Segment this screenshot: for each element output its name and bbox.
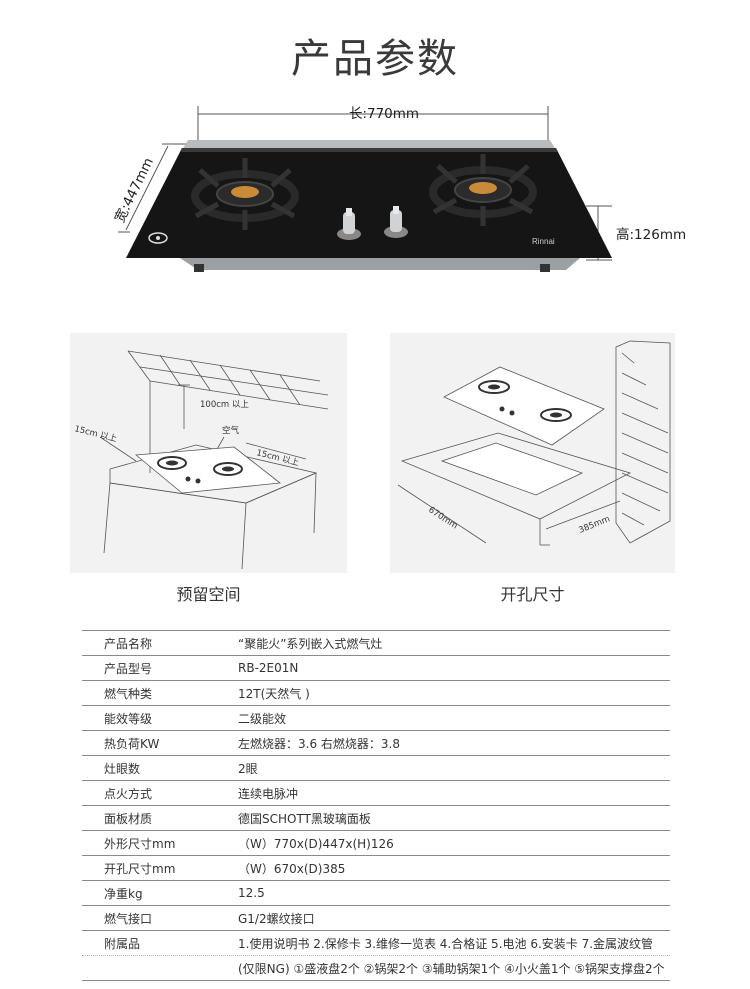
spec-value: 12T(天然气 ): [238, 686, 310, 701]
spec-value: “聚能火”系列嵌入式燃气灶: [238, 636, 383, 651]
spec-value: （W）770x(D)447x(H)126: [238, 836, 394, 851]
spec-key: 能效等级: [104, 711, 153, 726]
left-burner-icon: [191, 158, 299, 230]
spec-value: （W）670x(D)385: [238, 861, 346, 876]
spec-key: 净重kg: [104, 886, 143, 901]
clearance-burner-left-icon: [157, 456, 187, 470]
spec-row: 热负荷KW 左燃烧器：3.6 右燃烧器：3.8: [82, 730, 670, 755]
spec-row: 燃气接口 G1/2螺纹接口: [82, 905, 670, 930]
spec-value: 连续电脉冲: [238, 786, 299, 801]
height-label: 高:126mm: [616, 226, 686, 243]
right-burner-icon: [429, 154, 537, 226]
spec-key: 燃气接口: [104, 911, 153, 926]
cutout-diagram: 670mm 385mm: [390, 333, 675, 573]
spec-value: 二级能效: [238, 711, 287, 726]
clearance-left-label: 15cm 以上: [73, 424, 118, 444]
spec-row: 外形尺寸mm （W）770x(D)447x(H)126: [82, 830, 670, 855]
knob-right-icon: [384, 206, 408, 238]
spec-row: 净重kg 12.5: [82, 880, 670, 905]
cutout-length-label: 670mm: [426, 505, 459, 531]
spec-key: 产品型号: [104, 661, 153, 676]
spec-row: 面板材质 德国SCHOTT黑玻璃面板: [82, 805, 670, 830]
spec-value: G1/2螺纹接口: [238, 911, 315, 926]
knob-left-icon: [337, 208, 361, 240]
spec-row: 开孔尺寸mm （W）670x(D)385: [82, 855, 670, 880]
spec-row: 点火方式 连续电脉冲: [82, 780, 670, 805]
clearance-caption: 预留空间: [176, 585, 241, 604]
spec-key: 面板材质: [104, 811, 153, 826]
spec-value: (仅限NG) ①盛液盘2个 ②锅架2个 ③辅助锅架1个 ④小火盖1个 ⑤锅架支撑…: [238, 961, 665, 976]
spec-value: 左燃烧器：3.6 右燃烧器：3.8: [238, 736, 400, 751]
spec-value: RB-2E01N: [238, 661, 299, 675]
spec-row: 附属品 1.使用说明书 2.保修卡 3.维修一览表 4.合格证 5.电池 6.安装…: [82, 930, 670, 955]
clearance-diagram-drawing: 100cm 以上 空气 15cm 以上 15cm 以上: [73, 350, 329, 570]
cutout-burner-left-icon: [478, 380, 510, 394]
spec-key: 燃气种类: [104, 686, 153, 701]
spec-row: 燃气种类 12T(天然气 ): [82, 680, 670, 705]
clearance-top-label: 100cm 以上: [200, 400, 249, 410]
cutout-burner-right-icon: [540, 408, 572, 422]
product-hero-image: 长:770mm 宽:447mm 高:126mm: [111, 106, 686, 272]
spec-key: 产品名称: [104, 636, 153, 651]
spec-row: 灶眼数 2眼: [82, 755, 670, 780]
spec-value: 2眼: [238, 761, 258, 776]
clearance-diagram: 100cm 以上 空气 15cm 以上 15cm 以上: [70, 333, 347, 573]
cutout-diagram-drawing: 670mm 385mm: [397, 340, 671, 546]
spec-key: 灶眼数: [104, 761, 141, 776]
spec-value: 1.使用说明书 2.保修卡 3.维修一览表 4.合格证 5.电池 6.安装卡 7…: [238, 936, 654, 951]
flame-logo-icon: [148, 232, 168, 244]
page-title: 产品参数: [291, 36, 459, 82]
cutout-caption: 开孔尺寸: [500, 585, 565, 604]
spec-key: 开孔尺寸mm: [104, 861, 176, 876]
spec-value: 德国SCHOTT黑玻璃面板: [238, 811, 371, 826]
clearance-burner-right-icon: [213, 462, 243, 476]
spec-key: 点火方式: [104, 786, 153, 801]
spec-key: 附属品: [104, 936, 141, 951]
spec-value: 12.5: [238, 886, 265, 900]
clearance-air-label: 空气: [222, 425, 240, 436]
spec-row: 产品名称 “聚能火”系列嵌入式燃气灶: [82, 630, 670, 655]
brand-mark: Rinnai: [532, 237, 555, 246]
length-label: 长:770mm: [349, 106, 419, 122]
spec-key: 热负荷KW: [104, 736, 160, 751]
spec-row: 产品型号 RB-2E01N: [82, 655, 670, 680]
spec-key: 外形尺寸mm: [104, 836, 176, 851]
spec-row: 能效等级 二级能效: [82, 705, 670, 730]
spec-row: (仅限NG) ①盛液盘2个 ②锅架2个 ③辅助锅架1个 ④小火盖1个 ⑤锅架支撑…: [82, 955, 670, 981]
cutout-depth-label: 385mm: [577, 514, 611, 536]
spec-table: 产品名称 “聚能火”系列嵌入式燃气灶产品型号 RB-2E01N 燃气种类 12T(天然气…: [82, 630, 670, 981]
